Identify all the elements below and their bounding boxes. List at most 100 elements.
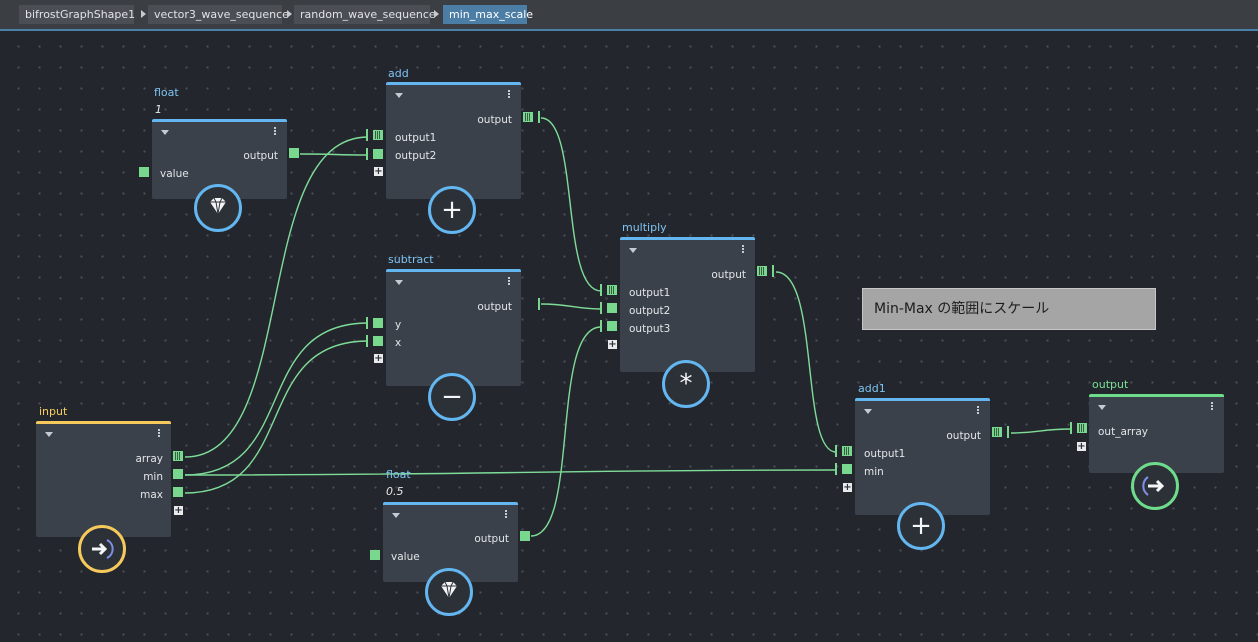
collapse-triangle-icon[interactable]	[1098, 405, 1106, 410]
input-port[interactable]	[370, 550, 380, 560]
collapse-triangle-icon[interactable]	[395, 93, 403, 98]
wire-input-max-to-subtract-x	[184, 340, 369, 494]
port-label: min	[143, 471, 163, 483]
collapse-triangle-icon[interactable]	[864, 409, 872, 414]
float-node[interactable]: output value	[383, 502, 518, 582]
port-label: output2	[629, 305, 671, 317]
port-label: output1	[864, 448, 906, 460]
node-title: subtract	[388, 253, 434, 266]
collapse-triangle-icon[interactable]	[629, 248, 637, 253]
add-node[interactable]: output output1 output2	[386, 82, 521, 199]
input-port[interactable]	[842, 464, 852, 474]
breadcrumb-item-random-wave-sequence[interactable]: random_wave_sequence	[294, 5, 436, 24]
arrow-out-icon	[1131, 462, 1179, 510]
output-array-port[interactable]	[757, 266, 767, 276]
port-connector	[1007, 426, 1009, 438]
port-connector	[600, 284, 602, 296]
node-title: output	[1092, 378, 1129, 391]
output-port[interactable]	[520, 531, 530, 541]
port-connector	[538, 111, 540, 123]
collapse-triangle-icon[interactable]	[395, 280, 403, 285]
add-port-button[interactable]: +	[608, 339, 617, 350]
node-title: input	[39, 405, 68, 418]
port-label: output	[477, 114, 512, 126]
input-port[interactable]	[373, 318, 383, 328]
port-connector	[600, 320, 602, 332]
port-label: array	[135, 453, 163, 465]
port-connector	[366, 148, 368, 160]
input-port[interactable]	[139, 167, 149, 177]
port-label: output	[243, 150, 278, 162]
diamond-icon	[425, 568, 473, 616]
connection-wires	[184, 117, 1073, 537]
port-label: output	[477, 301, 512, 313]
wire-subtract-to-multiply	[540, 303, 602, 310]
output-port[interactable]	[173, 487, 183, 497]
collapse-triangle-icon[interactable]	[392, 513, 400, 518]
output-array-port[interactable]	[173, 451, 183, 461]
node-menu-icon[interactable]	[158, 428, 161, 438]
node-value[interactable]: 0.5	[386, 485, 404, 498]
output-array-port[interactable]	[992, 427, 1002, 437]
input-array-port[interactable]	[607, 285, 617, 295]
input-array-port[interactable]	[373, 130, 383, 140]
port-connector	[835, 445, 837, 457]
arrow-in-icon	[78, 525, 126, 573]
add-port-button[interactable]: +	[374, 353, 383, 364]
breadcrumb-item-bifrost-graph-shape[interactable]: bifrostGraphShape1	[19, 5, 135, 24]
port-label: min	[864, 466, 884, 478]
port-label: output3	[629, 323, 671, 335]
port-label: max	[140, 489, 163, 501]
wire-add1-to-output	[1010, 428, 1073, 434]
input-port[interactable]	[607, 303, 617, 313]
collapse-triangle-icon[interactable]	[45, 432, 53, 437]
node-title: float	[154, 86, 179, 99]
plus-icon: +	[897, 502, 945, 550]
input-node[interactable]: array min max	[36, 421, 171, 537]
output-port[interactable]	[289, 148, 299, 158]
port-label: output	[474, 533, 509, 545]
breadcrumb-item-vector3-wave-sequence[interactable]: vector3_wave_sequence	[148, 5, 289, 24]
input-port[interactable]	[373, 336, 383, 346]
node-menu-icon[interactable]	[505, 509, 508, 519]
node-menu-icon[interactable]	[742, 244, 745, 254]
output-array-port[interactable]	[523, 112, 533, 122]
node-value[interactable]: 1	[155, 103, 162, 116]
input-array-port[interactable]	[842, 446, 852, 456]
wire-add-to-multiply	[540, 117, 602, 292]
add-port-button[interactable]: +	[174, 505, 183, 516]
node-menu-icon[interactable]	[274, 126, 277, 136]
output-node[interactable]: out_array	[1089, 394, 1224, 473]
node-menu-icon[interactable]	[508, 89, 511, 99]
collapse-triangle-icon[interactable]	[161, 130, 169, 135]
diamond-icon	[194, 184, 242, 232]
plus-icon: +	[428, 186, 476, 234]
breadcrumb-separator-icon	[434, 10, 439, 18]
breadcrumb-separator-icon	[141, 10, 146, 18]
multiply-node[interactable]: output output1 output2 output3	[620, 237, 755, 372]
add-port-button[interactable]: +	[374, 166, 383, 177]
output-port[interactable]	[173, 469, 183, 479]
input-port[interactable]	[607, 321, 617, 331]
comment-note[interactable]: Min-Max の範囲にスケール	[862, 288, 1156, 330]
node-title: float	[386, 468, 411, 481]
graph-canvas[interactable]: float 1 output value add output output1 …	[0, 31, 1258, 642]
port-connector	[366, 335, 368, 347]
node-menu-icon[interactable]	[977, 405, 980, 415]
add-port-button[interactable]: +	[843, 482, 852, 493]
port-label: output	[946, 430, 981, 442]
node-menu-icon[interactable]	[508, 276, 511, 286]
minus-icon: −	[428, 373, 476, 421]
add1-node[interactable]: output output1 min	[855, 398, 990, 515]
breadcrumb-item-min-max-scale[interactable]: min_max_scale	[443, 5, 533, 24]
wire-float-to-add	[299, 153, 369, 156]
port-label: output	[711, 269, 746, 281]
subtract-node[interactable]: output y x	[386, 269, 521, 386]
port-connector	[366, 317, 368, 329]
node-menu-icon[interactable]	[1211, 401, 1214, 411]
port-label: x	[395, 337, 402, 349]
port-connector	[1070, 422, 1072, 434]
add-port-button[interactable]: +	[1077, 441, 1086, 452]
input-array-port[interactable]	[1077, 423, 1087, 433]
input-port[interactable]	[373, 149, 383, 159]
